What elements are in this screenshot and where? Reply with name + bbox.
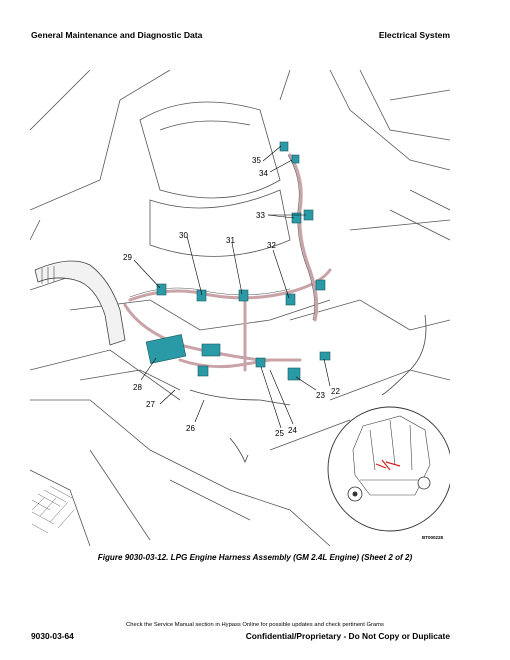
callout-33: 33 [256,211,265,220]
header-section-title: General Maintenance and Diagnostic Data [31,30,203,40]
page-number: 9030-03-64 [31,631,74,641]
inset-view [327,406,450,532]
header-chapter-title: Electrical System [378,30,450,40]
callout-34: 34 [259,169,268,178]
callout-31: 31 [226,236,235,245]
callout-24: 24 [288,426,297,435]
confidential-notice: Confidential/Proprietary - Do Not Copy o… [245,631,450,641]
callout-23: 23 [316,391,325,400]
callout-35: 35 [252,156,261,165]
callout-25: 25 [275,429,284,438]
callout-26: 26 [186,424,195,433]
figure-callouts: 35 34 33 30 31 32 29 28 27 26 25 24 23 2… [123,156,340,438]
callout-22: 22 [331,387,340,396]
footer-note: Check the Service Manual section in Hypa… [126,622,384,628]
callout-27: 27 [146,400,155,409]
figure-id: BT000228 [422,535,444,540]
harness-illustration: 35 34 33 30 31 32 29 28 27 26 25 24 23 2… [30,70,450,546]
callout-29: 29 [123,253,132,262]
callout-32: 32 [267,241,276,250]
figure-caption: Figure 9030-03-12. LPG Engine Harness As… [97,553,413,562]
callout-28: 28 [133,383,142,392]
callout-30: 30 [179,231,188,240]
